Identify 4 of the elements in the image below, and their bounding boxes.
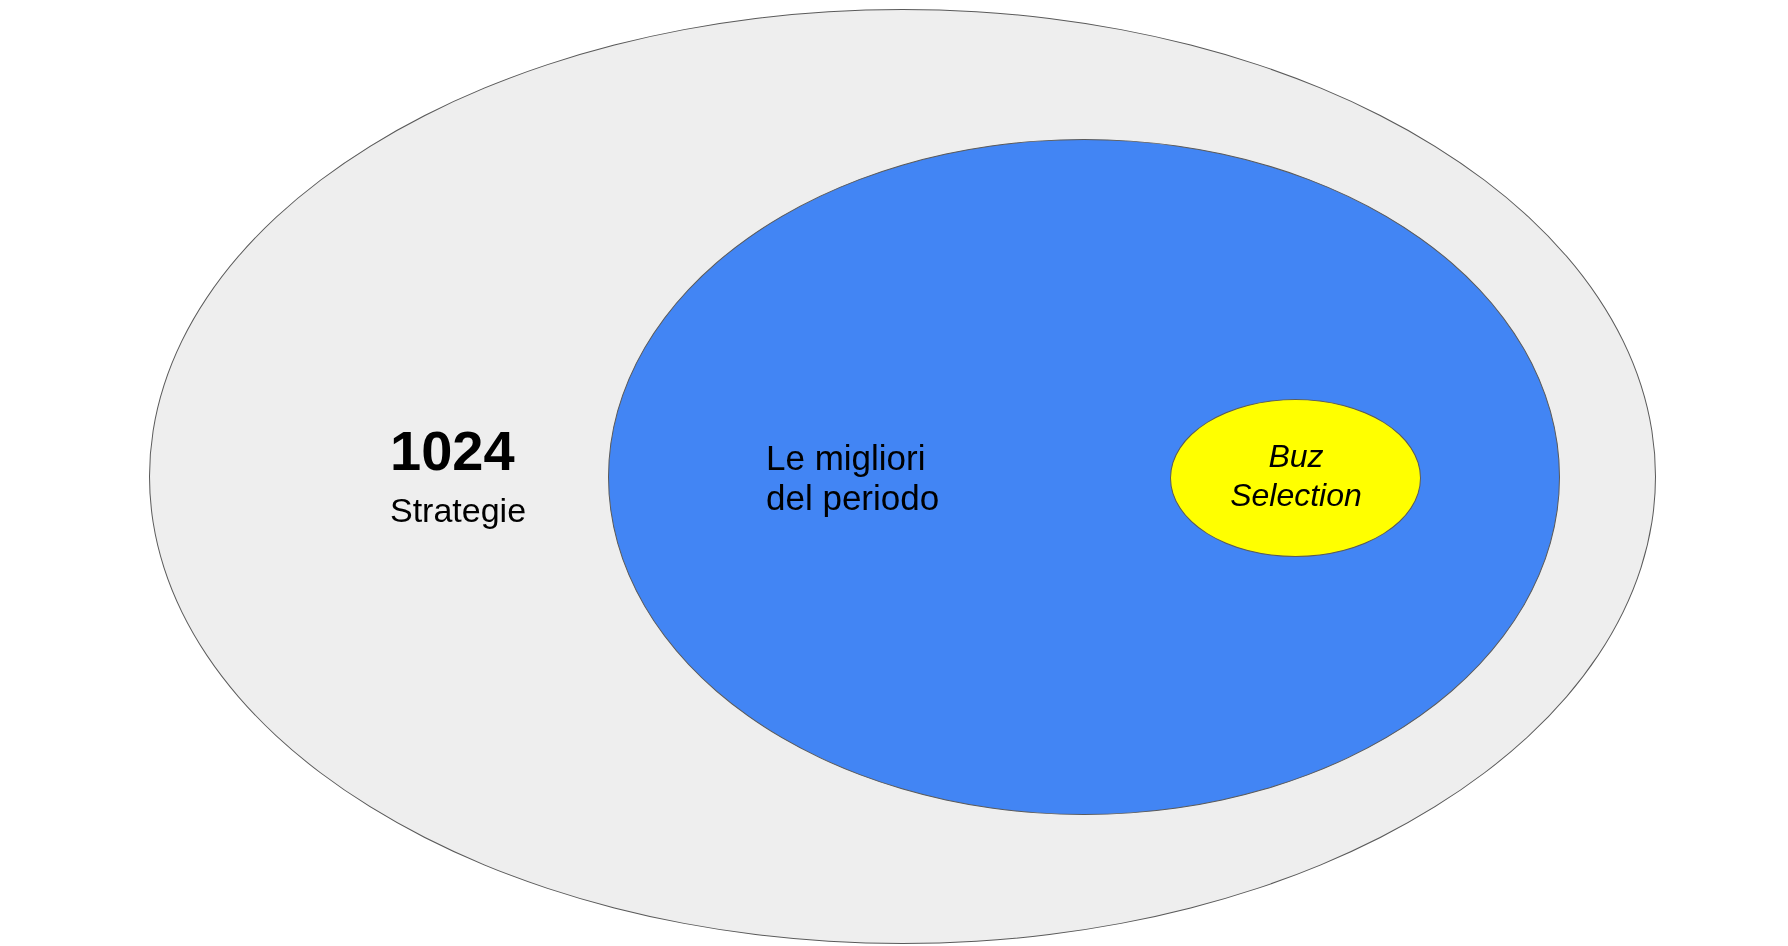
set-label: Le migliori del periodo (766, 438, 941, 518)
set-label: Strategie (390, 491, 527, 530)
set-label: Buz Selection (1229, 437, 1363, 515)
count-number: 1024 (390, 419, 515, 483)
